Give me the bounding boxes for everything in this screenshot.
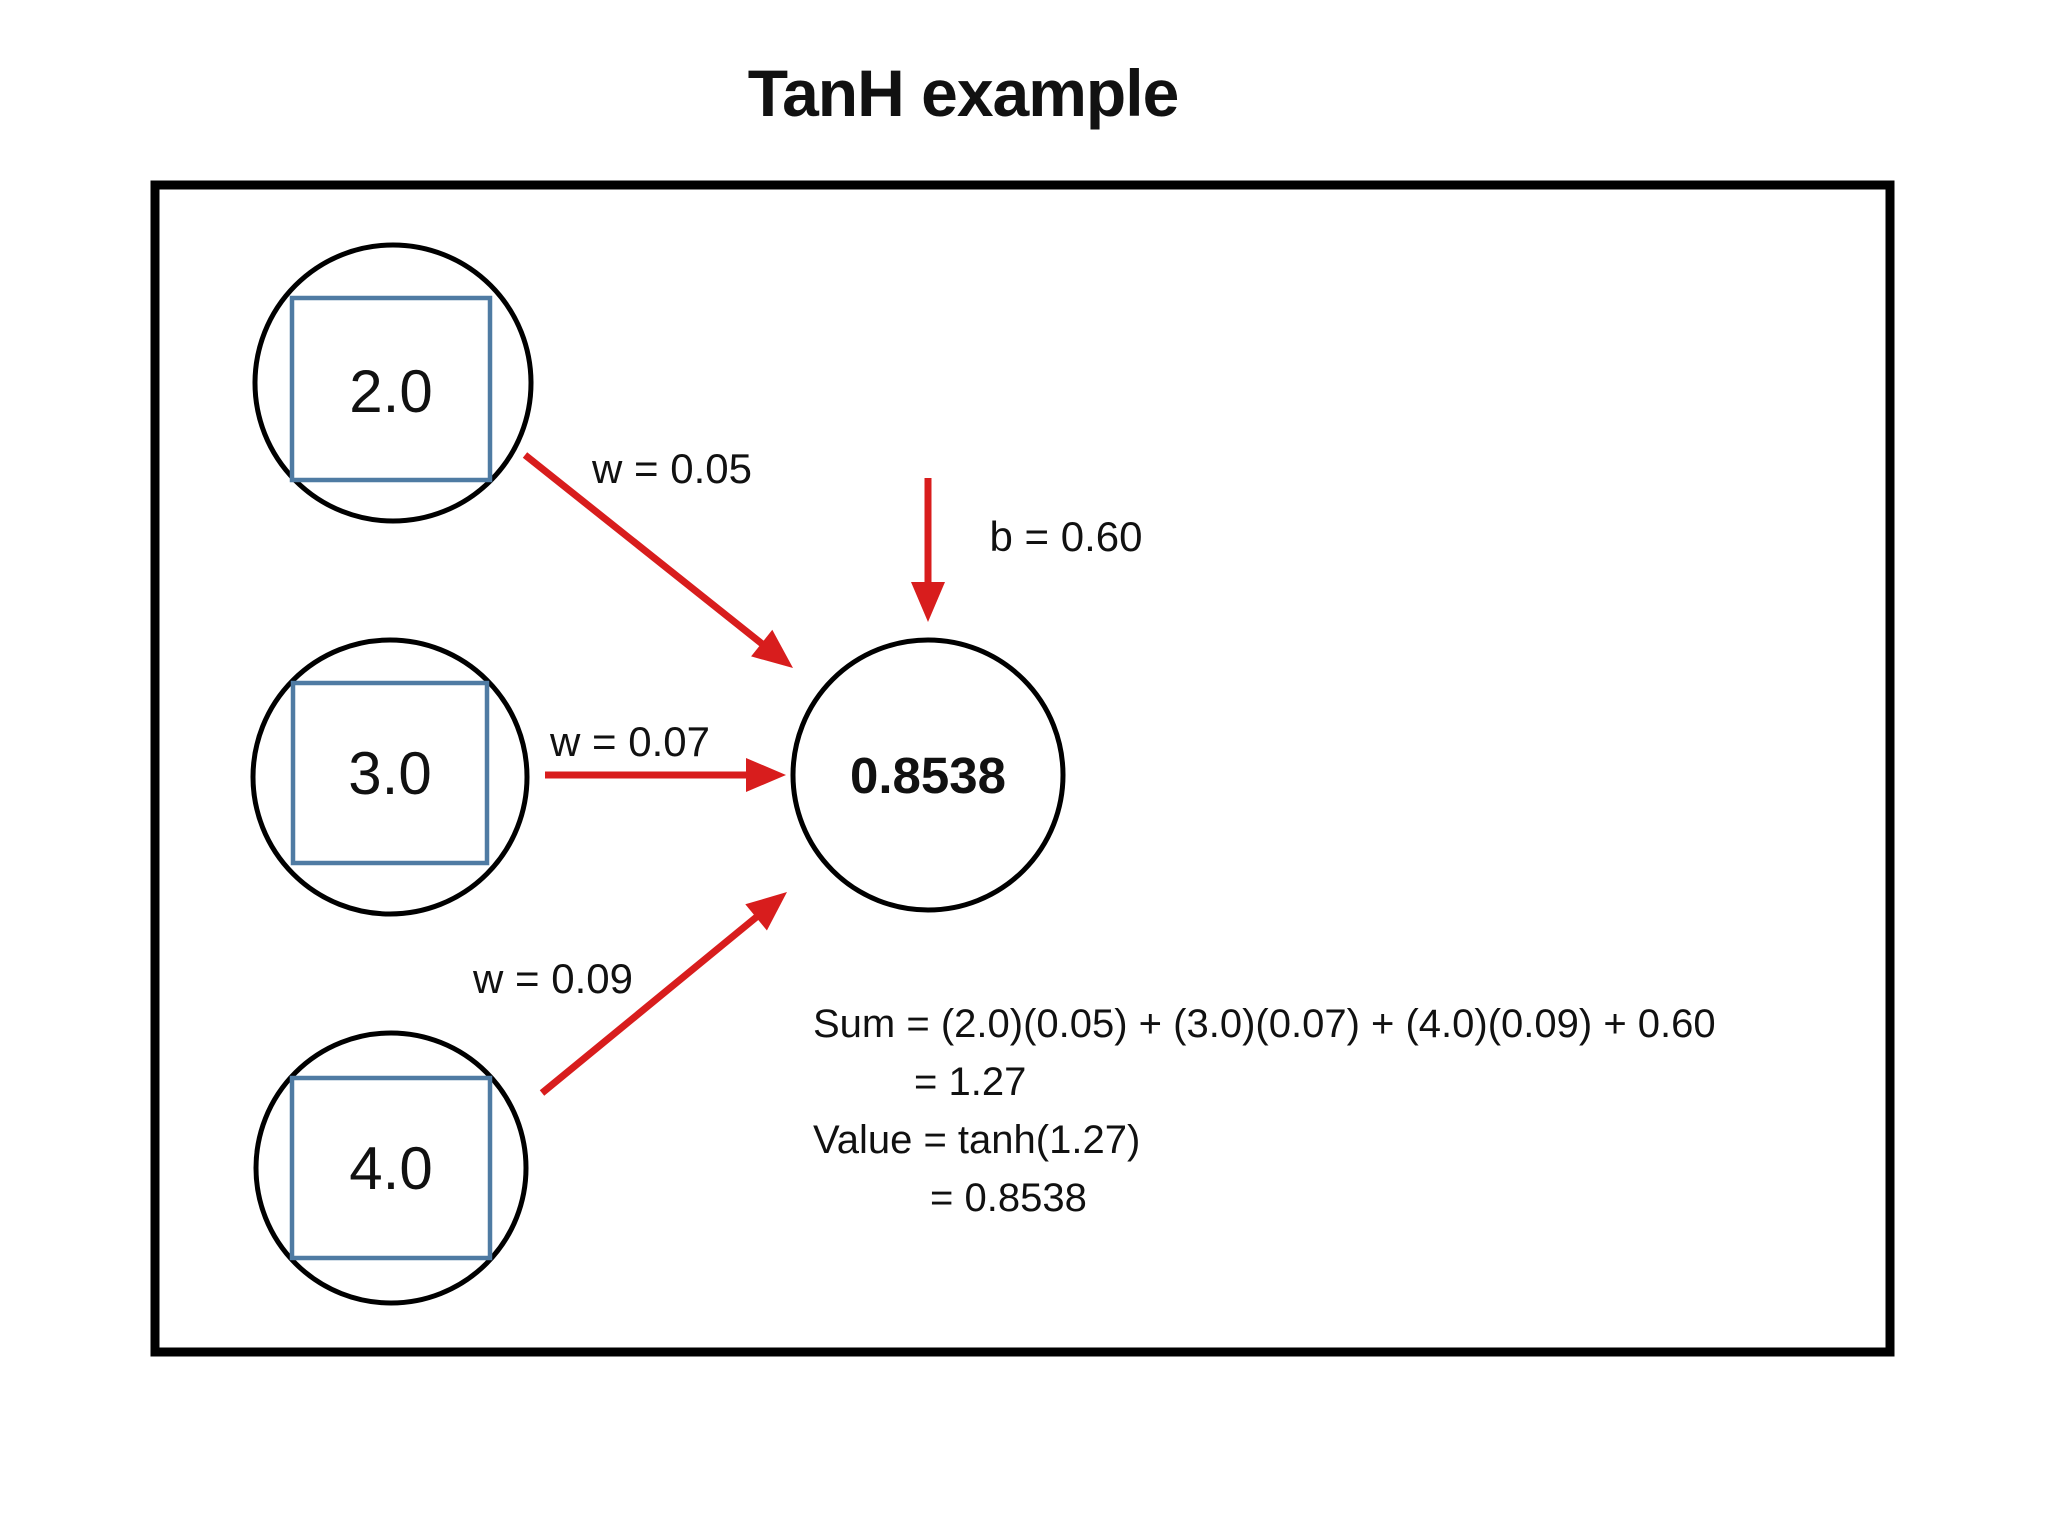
input-value-box-2 [290, 680, 490, 866]
weight-label-3: w = 0.09 [472, 955, 633, 1002]
page-title: TanH example [748, 56, 1179, 130]
calc-sum-line: Sum = (2.0)(0.05) + (3.0)(0.07) + (4.0)(… [813, 1002, 1716, 1046]
input-value-2: 3.0 [348, 740, 431, 807]
bias-label: b = 0.60 [990, 513, 1143, 560]
diagram-border [150, 180, 1895, 1357]
weight-arrow-1 [522, 452, 769, 650]
weight-label-1: w = 0.05 [591, 445, 752, 492]
calc-sum-result: = 1.27 [914, 1060, 1026, 1104]
weight-arrow-3 [539, 910, 763, 1096]
input-value-box-1 [289, 295, 493, 483]
input-value-box-3 [289, 1075, 493, 1261]
output-value: 0.8538 [850, 747, 1006, 804]
calc-value-result: = 0.8538 [930, 1176, 1087, 1220]
input-value-3: 4.0 [349, 1135, 432, 1202]
input-value-1: 2.0 [349, 358, 432, 425]
weight-label-2: w = 0.07 [549, 718, 710, 765]
calc-value-line: Value = tanh(1.27) [813, 1118, 1140, 1162]
weight-arrowhead-1-icon [751, 629, 793, 668]
bias-arrowhead-icon [911, 582, 945, 622]
weight-arrowhead-2-icon [746, 758, 786, 792]
output-node [790, 637, 1066, 913]
weight-arrowhead-3-icon [745, 892, 787, 931]
